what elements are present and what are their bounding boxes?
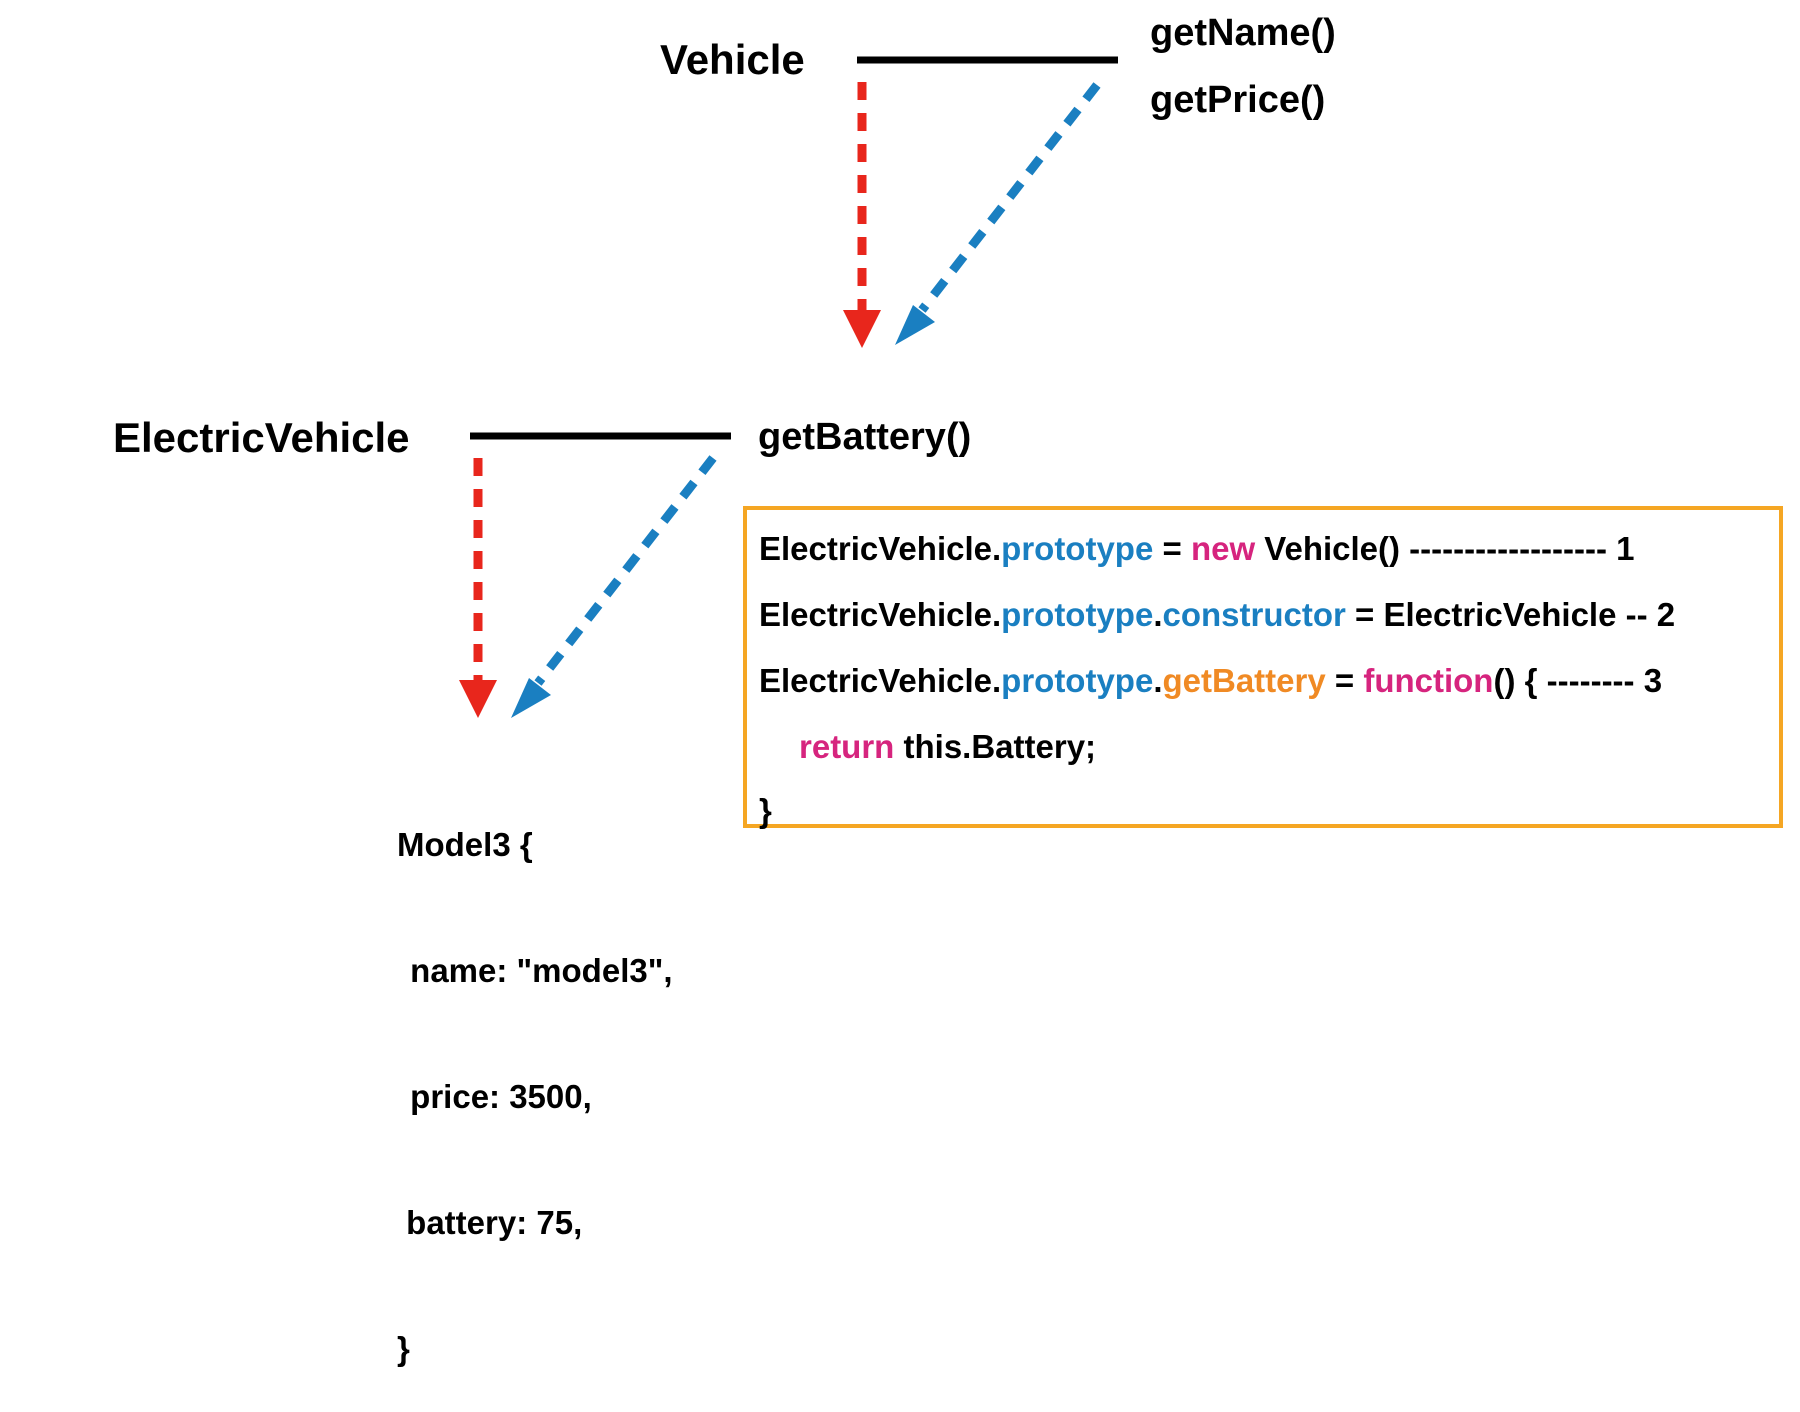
code-token: prototype [1001, 530, 1154, 567]
code-token: } [759, 792, 772, 829]
code-token: Vehicle() ------------------ 1 [1255, 530, 1635, 567]
electric-vehicle-class-label: ElectricVehicle [113, 414, 410, 461]
code-token: = ElectricVehicle -- 2 [1345, 596, 1676, 633]
code-token: = [1325, 662, 1364, 699]
code-token: prototype [1001, 596, 1154, 633]
vehicle-method-getprice: getPrice() [1150, 79, 1326, 121]
electric-vehicle-method-getbattery: getBattery() [758, 416, 972, 458]
vehicle-methods-to-ev-arrow [918, 82, 1101, 313]
code-line-4: return this.Battery; [799, 728, 1096, 766]
code-token: ElectricVehicle. [759, 662, 1002, 699]
code-token: this.Battery; [894, 728, 1097, 765]
code-line-3: ElectricVehicle.prototype.getBattery = f… [759, 662, 1662, 700]
arrows-layer [459, 56, 1118, 718]
code-token: constructor [1162, 596, 1346, 633]
model3-line: price: 3500, [401, 1078, 592, 1115]
code-token: return [799, 728, 895, 765]
vehicle-to-ev-arrowhead [843, 310, 881, 348]
code-token: = [1153, 530, 1191, 567]
code-token: () { -------- 3 [1493, 662, 1663, 699]
code-line-2: ElectricVehicle.prototype.constructor = … [759, 596, 1675, 634]
ev-to-model3-arrowhead [459, 680, 497, 718]
code-token: prototype [1001, 662, 1154, 699]
model3-object: Model3 { name: "model3", price: 3500, ba… [397, 740, 673, 1412]
model3-line: Model3 { [397, 826, 533, 863]
code-line-1: ElectricVehicle.prototype = new Vehicle(… [759, 530, 1635, 568]
ev-methods-to-model3-arrow [534, 455, 717, 686]
code-token: new [1190, 530, 1256, 567]
code-line-5: } [759, 792, 772, 830]
model3-line: name: "model3", [401, 952, 673, 989]
code-token: . [1153, 662, 1163, 699]
vehicle-method-getname: getName() [1150, 12, 1336, 54]
code-token: . [1153, 596, 1163, 633]
ev-methods-arrowhead [511, 678, 551, 718]
vehicle-class-label: Vehicle [660, 36, 805, 83]
code-token: ElectricVehicle. [759, 530, 1002, 567]
vehicle-methods-arrowhead [895, 305, 935, 345]
model3-line: battery: 75, [397, 1204, 583, 1241]
model3-line: } [397, 1330, 410, 1367]
code-token: getBattery [1162, 662, 1326, 699]
code-token: ElectricVehicle. [759, 596, 1002, 633]
code-box: ElectricVehicle.prototype = new Vehicle(… [743, 506, 1783, 830]
code-token: function [1363, 662, 1494, 699]
